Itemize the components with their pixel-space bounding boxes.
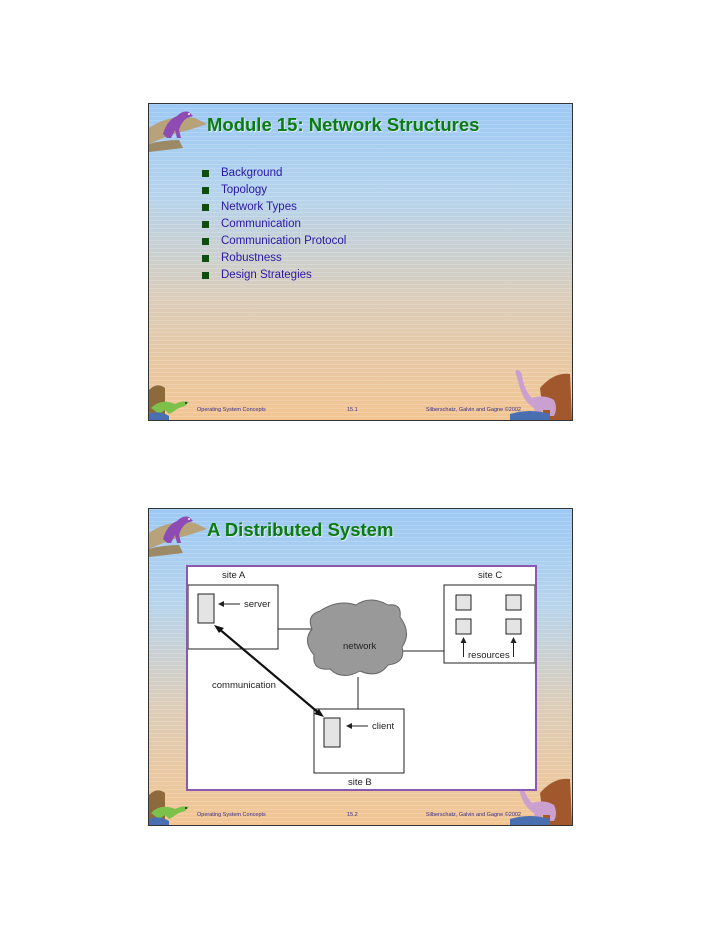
- resource-box: [455, 618, 472, 635]
- bullet-text: Background: [221, 167, 283, 179]
- lizard-icon: [149, 385, 189, 420]
- arrow-icon: [314, 709, 324, 717]
- square-bullet-icon: [202, 204, 209, 211]
- server-process-box: [197, 593, 215, 624]
- client-label: client: [372, 721, 395, 732]
- square-bullet-icon: [202, 187, 209, 194]
- network-label: network: [343, 641, 377, 652]
- bullet-text: Communication Protocol: [221, 235, 347, 247]
- square-bullet-icon: [202, 255, 209, 262]
- bullet-item: Network Types: [201, 199, 346, 216]
- brontosaurus-icon: [510, 370, 572, 420]
- bullet-item: Design Strategies: [201, 267, 346, 284]
- slide-title: Module 15: Network Structures: [207, 114, 480, 135]
- square-bullet-icon: [202, 170, 209, 177]
- resource-box: [455, 594, 472, 611]
- distributed-system-diagram: server site A resources site C network c…: [186, 565, 537, 791]
- bullet-text: Robustness: [221, 252, 282, 264]
- arrow-icon: [218, 601, 224, 607]
- client-process-box: [323, 717, 341, 748]
- resource-box: [505, 618, 522, 635]
- bullet-text: Design Strategies: [221, 269, 312, 281]
- footer-page-number: 15.1: [347, 407, 358, 413]
- footer-page-number: 15.2: [347, 812, 358, 818]
- bullet-list: Background Topology Network Types Commun…: [201, 165, 346, 284]
- bullet-item: Background: [201, 165, 346, 182]
- slide-15-2: A Distributed System server site A res: [148, 508, 573, 826]
- site-a-box: [188, 584, 279, 650]
- footer-authors: Silberschatz, Galvin and Gagne ©2002: [425, 407, 521, 413]
- resources-label: resources: [468, 650, 510, 661]
- lizard-icon: [149, 790, 189, 825]
- bullet-item: Topology: [201, 182, 346, 199]
- communication-link: [217, 627, 321, 715]
- slide-15-1: Module 15: Network Structures Background…: [148, 103, 573, 421]
- bullet-item: Communication: [201, 216, 346, 233]
- bullet-text: Network Types: [221, 201, 297, 213]
- server-label: server: [244, 599, 270, 610]
- arrow-icon: [510, 637, 517, 643]
- arrow-icon: [346, 723, 352, 729]
- footer-book-title: Operating System Concepts: [197, 407, 266, 413]
- arrow-icon: [214, 625, 224, 633]
- bullet-text: Communication: [221, 218, 301, 230]
- arrow-icon: [460, 637, 467, 643]
- communication-label: communication: [212, 680, 276, 691]
- dinosaur-icon: [149, 111, 207, 152]
- dinosaur-icon: [149, 516, 207, 557]
- network-cloud-icon: [307, 599, 407, 676]
- bullet-text: Topology: [221, 184, 268, 196]
- footer-authors: Silberschatz, Galvin and Gagne ©2002: [425, 812, 521, 818]
- site-c-label: site C: [478, 570, 502, 581]
- brontosaurus-icon: [510, 775, 572, 825]
- bullet-item: Robustness: [201, 250, 346, 267]
- footer-book-title: Operating System Concepts: [197, 812, 266, 818]
- square-bullet-icon: [202, 221, 209, 228]
- bullet-item: Communication Protocol: [201, 233, 346, 250]
- site-a-label: site A: [222, 570, 246, 581]
- slide-title: A Distributed System: [207, 519, 394, 540]
- square-bullet-icon: [202, 272, 209, 279]
- site-b-label: site B: [348, 777, 372, 788]
- resource-box: [505, 594, 522, 611]
- square-bullet-icon: [202, 238, 209, 245]
